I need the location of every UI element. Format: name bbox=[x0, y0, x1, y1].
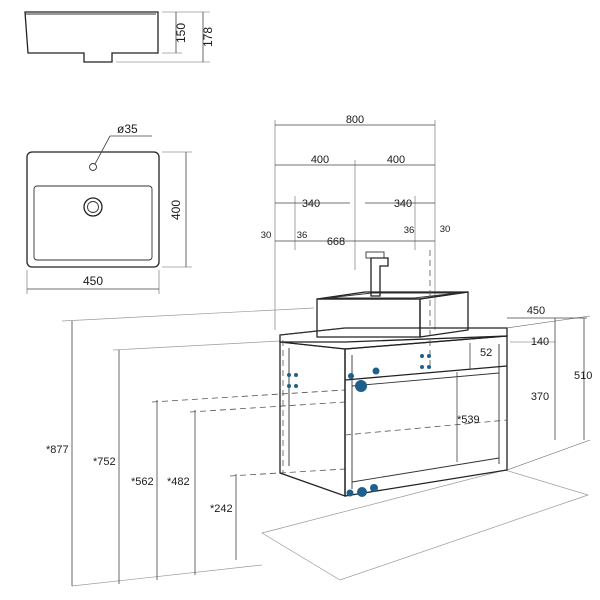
floor-footprint bbox=[261, 469, 590, 581]
tap-handle-icon bbox=[365, 251, 385, 259]
floor-line-left bbox=[71, 564, 263, 587]
mount-dot-1 bbox=[287, 373, 291, 377]
dim-label-178: 178 bbox=[201, 27, 215, 47]
dim-label-36-left: 36 bbox=[297, 230, 308, 241]
dim-label-30-right: 30 bbox=[440, 224, 451, 235]
mount-marker-lower-2 bbox=[370, 484, 378, 492]
basin-side-view: 150 178 bbox=[24, 11, 215, 63]
drain-inner-icon bbox=[87, 201, 99, 213]
dim-label-d35: ø35 bbox=[117, 122, 138, 136]
dim-label-668: 668 bbox=[327, 236, 345, 248]
basin-bowl bbox=[326, 292, 459, 299]
mount-marker-lower-3 bbox=[346, 489, 354, 497]
dim-label-450-width: 450 bbox=[83, 274, 103, 288]
wall-dash-482 bbox=[189, 401, 346, 413]
mount-dot-3 bbox=[287, 384, 291, 388]
height-dimensions: *877 *752 *562 *482 *242 bbox=[46, 321, 237, 586]
dim-label-340-left: 340 bbox=[302, 198, 320, 210]
right-dimensions: 450 140 370 510 52 *539 bbox=[456, 305, 592, 471]
mount-marker-left bbox=[348, 373, 354, 379]
wall-dash-242 bbox=[229, 468, 346, 477]
tap-hole-icon bbox=[89, 163, 97, 171]
basin-top-view: ø35 400 450 bbox=[26, 122, 192, 294]
wall-line-2 bbox=[112, 340, 281, 351]
mount-dot-8 bbox=[427, 365, 431, 369]
dim-label-52: 52 bbox=[480, 347, 492, 359]
dim-label-400-left: 400 bbox=[311, 154, 329, 166]
mount-marker-upper bbox=[355, 380, 367, 392]
basin-bowl-outline bbox=[33, 185, 153, 261]
dim-label-800: 800 bbox=[346, 114, 364, 126]
wall-line-top bbox=[61, 307, 315, 322]
mount-dot-6 bbox=[427, 354, 431, 358]
mount-dot-5 bbox=[420, 354, 424, 358]
vanity-cabinet bbox=[279, 250, 508, 497]
dim-label-510: 510 bbox=[574, 370, 592, 382]
dim-label-562: *562 bbox=[131, 476, 154, 488]
dim-label-242: *242 bbox=[210, 503, 233, 515]
mount-marker-small bbox=[372, 367, 380, 375]
mount-marker-lower bbox=[357, 487, 367, 497]
dim-label-400-right: 400 bbox=[387, 154, 405, 166]
cabinet-front bbox=[344, 335, 508, 497]
dim-label-340-right: 340 bbox=[394, 198, 412, 210]
countertop bbox=[279, 327, 508, 343]
drawer-rail-bottom bbox=[351, 372, 500, 387]
cabinet-left-side bbox=[279, 341, 346, 497]
dim-label-450-depth: 450 bbox=[527, 305, 545, 317]
wall-dash-562 bbox=[151, 389, 346, 403]
dim-label-150: 150 bbox=[174, 23, 188, 43]
counter-back-edge bbox=[279, 327, 346, 336]
basin-front bbox=[316, 298, 421, 338]
leader-tap-hole bbox=[94, 135, 111, 165]
dim-label-370: 370 bbox=[531, 391, 549, 403]
basin-side-outline bbox=[24, 11, 159, 63]
dim-label-36-right: 36 bbox=[404, 225, 415, 236]
mount-dot-4 bbox=[294, 384, 298, 388]
ext-bottom-right bbox=[506, 439, 591, 471]
dim-label-400-depth: 400 bbox=[169, 200, 183, 220]
basin-side bbox=[419, 291, 469, 338]
drawer-rail-top bbox=[344, 365, 508, 381]
width-dimension-chain: 800 400 400 340 340 30 36 668 36 30 bbox=[261, 114, 451, 330]
basin-top-outline bbox=[26, 151, 160, 268]
tap-icon bbox=[370, 257, 389, 297]
bottom-shelf bbox=[351, 457, 500, 483]
dim-label-140: 140 bbox=[531, 336, 549, 348]
dim-label-30-left: 30 bbox=[261, 230, 272, 241]
wall-guides bbox=[61, 307, 590, 587]
hidden-edge-mid bbox=[344, 419, 508, 436]
dim-label-539: *539 bbox=[457, 414, 480, 426]
dim-label-752: *752 bbox=[93, 456, 116, 468]
dim-label-877: *877 bbox=[46, 444, 69, 456]
dim-label-482: *482 bbox=[167, 476, 190, 488]
mount-dot-7 bbox=[420, 365, 424, 369]
mount-dot-2 bbox=[294, 373, 298, 377]
drain-icon bbox=[83, 197, 103, 217]
